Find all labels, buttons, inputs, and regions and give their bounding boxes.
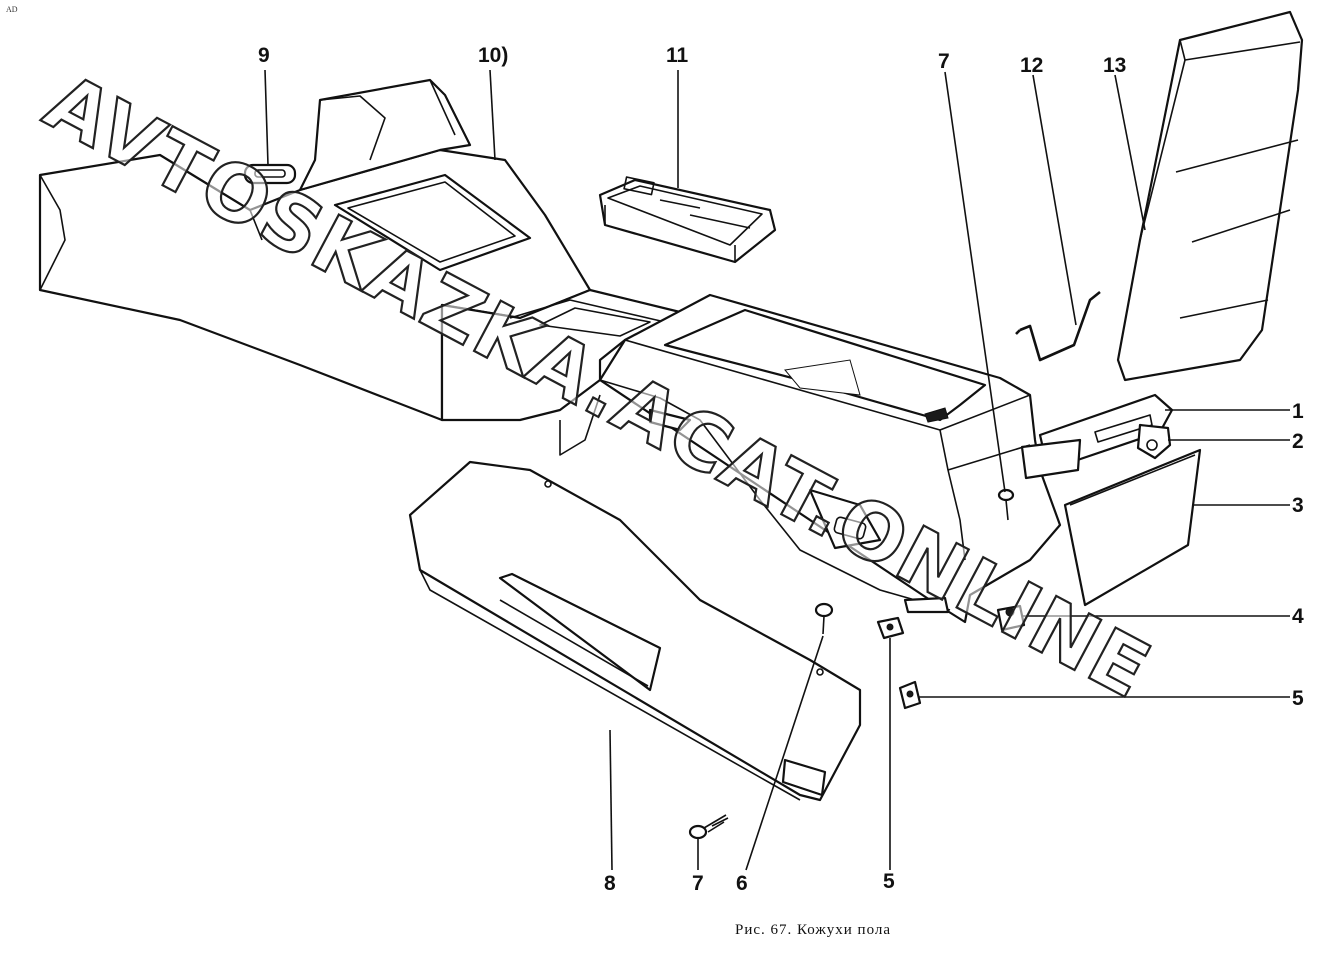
part-11-tray (598, 176, 777, 264)
part-9-clip (243, 163, 297, 185)
callout-labels: 9 10) 11 7 12 13 1 2 3 4 5 5 6 7 8 (258, 44, 1304, 895)
part-12-wire-spring (1015, 290, 1101, 362)
part-2-lock (1136, 423, 1172, 460)
part-4-nut (996, 604, 1026, 632)
part-13-armrest-pad (1116, 10, 1304, 382)
callout-5-right: 5 (1292, 687, 1304, 710)
callout-7-lower: 7 (692, 872, 704, 895)
callout-13: 13 (1103, 54, 1126, 77)
part-5-clip-center (876, 616, 905, 640)
part-7-screw-upper (997, 488, 1015, 521)
leader-9 (264, 69, 269, 166)
callout-9: 9 (258, 44, 270, 67)
leader-13 (1114, 74, 1146, 231)
part-8-side-panel (408, 460, 862, 802)
callout-4: 4 (1292, 605, 1304, 628)
part-1-latch-plate (1020, 393, 1174, 480)
callout-3: 3 (1292, 494, 1304, 517)
part-6-screw (814, 602, 834, 635)
figure-caption: Рис. 67. Кожухи пола (735, 922, 891, 938)
callout-8: 8 (604, 872, 616, 895)
leader-lines (264, 69, 1290, 871)
part-7-screw-lower (688, 814, 729, 840)
callout-6: 6 (736, 872, 748, 895)
leader-10 (489, 69, 496, 161)
part-5-clip-right (898, 680, 922, 710)
leader-6 (745, 635, 824, 871)
callout-12: 12 (1020, 54, 1043, 77)
callout-5-center: 5 (883, 870, 895, 893)
leader-12 (1032, 74, 1077, 326)
callout-11: 11 (666, 44, 689, 67)
callout-2: 2 (1292, 430, 1304, 453)
leader-7-upper (944, 71, 1006, 493)
console-body (38, 78, 1062, 624)
callout-1: 1 (1292, 400, 1304, 423)
part-3-lid (1063, 448, 1202, 607)
corner-mark: AD (6, 5, 18, 14)
callout-7-upper: 7 (938, 50, 950, 73)
leader-8 (609, 729, 613, 871)
callout-10: 10) (478, 44, 508, 67)
